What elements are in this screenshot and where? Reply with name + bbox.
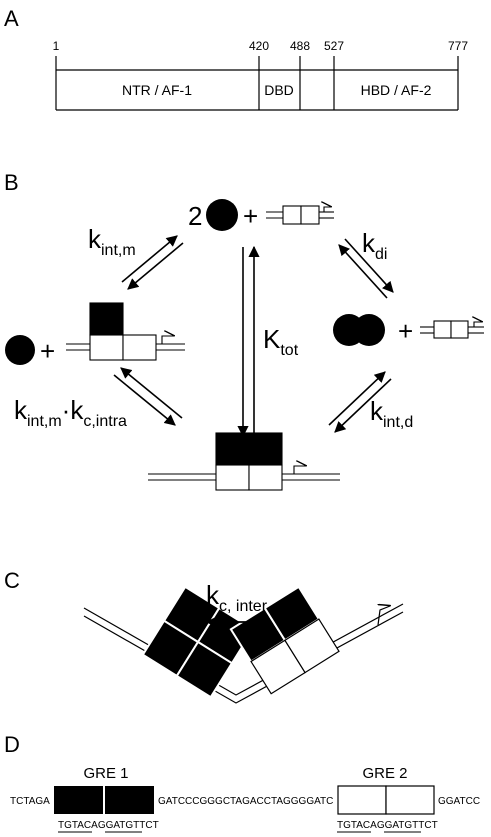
panel-label-d: D bbox=[4, 732, 20, 757]
seq-right: GGATCC bbox=[438, 796, 480, 807]
rate-k-di: kdi bbox=[362, 228, 387, 263]
tss-arrow-c bbox=[377, 606, 390, 626]
domain-map-bar bbox=[55, 56, 459, 111]
position-label-488: 488 bbox=[290, 39, 310, 53]
gre1-label: GRE 1 bbox=[83, 765, 128, 782]
seq-left: TCTAGA bbox=[10, 796, 50, 807]
monomer-bound-dna bbox=[66, 302, 185, 361]
gre2-boxes bbox=[337, 785, 435, 815]
gre1-boxes bbox=[54, 786, 154, 814]
monomer-circle-top bbox=[206, 199, 238, 231]
position-label-1: 1 bbox=[53, 39, 60, 53]
panel-label-b: B bbox=[4, 170, 19, 195]
equilibrium-arrows bbox=[113, 235, 394, 438]
rate-k-c-inter: kc, inter bbox=[206, 580, 268, 615]
seq-middle: GATCCCGGGCTAGACCTAGGGGATC bbox=[158, 796, 333, 807]
domain-dbd-label: DBD bbox=[264, 82, 294, 98]
plus-left: + bbox=[40, 336, 55, 366]
rate-k-int-d: kint,d bbox=[370, 396, 413, 431]
rate-k-int-m-k-c-intra: kint,m·kc,intra bbox=[14, 395, 127, 430]
monomer-circle-left bbox=[5, 335, 35, 365]
bent-dna bbox=[83, 603, 404, 704]
left-dimer-pair bbox=[141, 585, 255, 699]
gre1-sequence: TGTACAGGATGTTCT bbox=[58, 820, 159, 831]
gre2-sequence: TGTACAGGATGTTCT bbox=[337, 820, 438, 831]
position-label-420: 420 bbox=[249, 39, 269, 53]
domain-ntr-label: NTR / AF-1 bbox=[122, 82, 192, 98]
rate-K-tot: Ktot bbox=[263, 324, 299, 359]
plus-right: + bbox=[398, 316, 413, 346]
rate-k-int-m: kint,m bbox=[88, 224, 136, 259]
position-label-527: 527 bbox=[324, 39, 344, 53]
gre2-label: GRE 2 bbox=[362, 765, 407, 782]
panel-label-a: A bbox=[4, 6, 19, 31]
stoich-two: 2 bbox=[188, 201, 202, 231]
right-dimer-pair bbox=[229, 585, 340, 695]
panel-label-c: C bbox=[4, 568, 20, 593]
dimer-bound-dna bbox=[148, 432, 340, 491]
domain-hbd-label: HBD / AF-2 bbox=[361, 82, 432, 98]
position-label-777: 777 bbox=[448, 39, 468, 53]
plus-top: + bbox=[243, 201, 258, 231]
dimer bbox=[333, 314, 385, 346]
dna-top bbox=[266, 206, 334, 225]
dna-right bbox=[420, 321, 484, 339]
